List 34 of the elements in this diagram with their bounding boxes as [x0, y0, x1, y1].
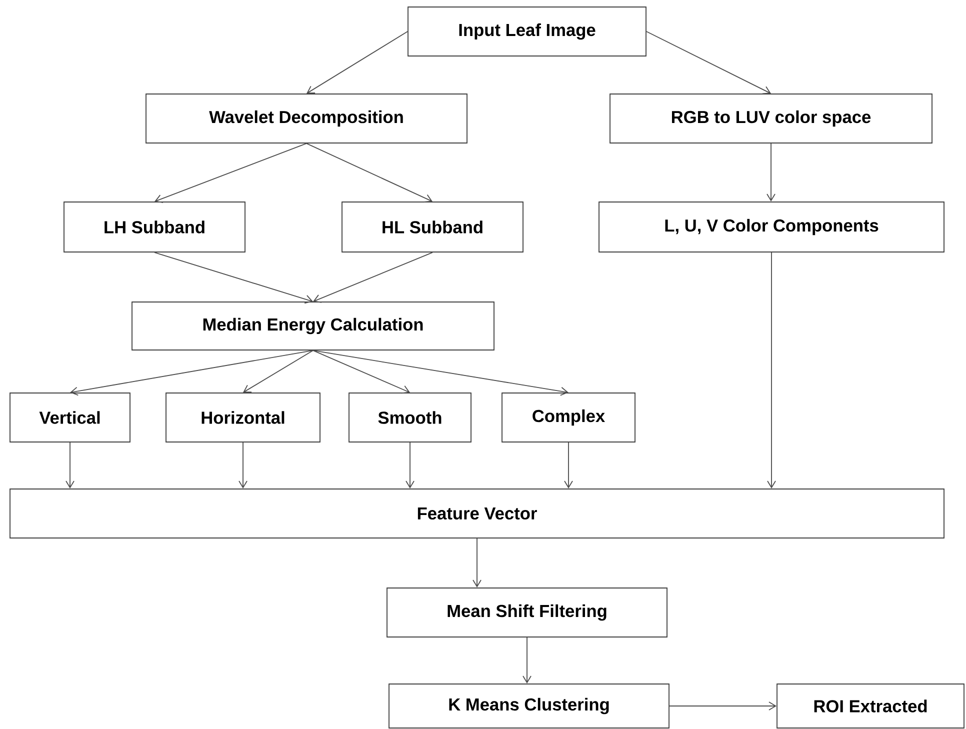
arrow [406, 442, 414, 489]
arrow [243, 350, 314, 393]
process-box: Median Energy Calculation [132, 302, 494, 350]
process-box: Feature Vector [10, 488, 944, 538]
process-box: Input Leaf Image [408, 6, 646, 56]
process-box: Horizontal [166, 392, 320, 442]
process-box: ROI Extracted [776, 684, 964, 728]
process-box: Smooth [348, 392, 472, 442]
arrow [564, 442, 573, 489]
process-box: Vertical [10, 392, 130, 442]
arrow [238, 442, 248, 489]
arrow [306, 143, 433, 202]
arrow [312, 350, 410, 394]
process-box: HL Subband [342, 202, 524, 252]
arrow [472, 538, 482, 588]
arrow [766, 143, 776, 202]
arrow [312, 350, 568, 396]
process-box: RGB to LUV color space [610, 94, 932, 144]
arrow [669, 702, 777, 710]
process-box: LH Subband [64, 202, 246, 252]
arrow [154, 143, 307, 204]
arrow [70, 350, 314, 396]
arrow [306, 31, 408, 94]
process-box: Wavelet Decomposition [146, 94, 468, 144]
process-box: K Means Clustering [388, 684, 670, 728]
process-box: L, U, V Color Components [598, 202, 944, 252]
process-box: Complex [502, 392, 636, 442]
arrow [522, 637, 532, 684]
arrow [646, 31, 772, 94]
arrow [154, 252, 314, 304]
arrow [66, 442, 74, 489]
arrow [313, 252, 433, 303]
process-box: Mean Shift Filtering [386, 588, 668, 638]
arrow [767, 252, 776, 489]
